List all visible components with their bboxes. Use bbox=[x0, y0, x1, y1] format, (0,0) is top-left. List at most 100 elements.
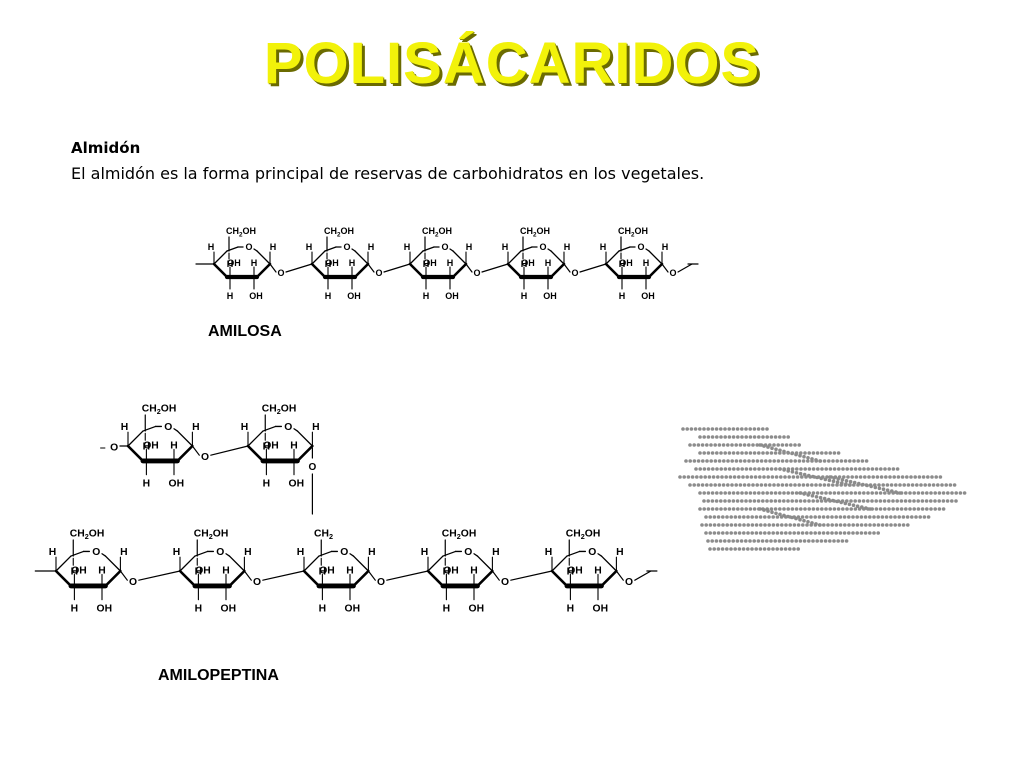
glucose-bead bbox=[731, 451, 736, 455]
glucose-bead bbox=[738, 483, 743, 487]
glucose-bead bbox=[814, 483, 818, 487]
glucose-bead bbox=[744, 507, 748, 511]
glucose-bead bbox=[811, 467, 816, 471]
glucose-bead bbox=[938, 475, 943, 479]
glucose-bead bbox=[921, 475, 926, 479]
glucose-bead bbox=[872, 515, 876, 519]
glucose-bead bbox=[828, 507, 832, 511]
glucose-bead bbox=[885, 523, 889, 527]
glucose-bead bbox=[820, 467, 824, 471]
glucose-bead bbox=[789, 443, 793, 447]
h-label: H bbox=[170, 440, 177, 451]
glucose-bead bbox=[706, 499, 710, 503]
glucose-bead bbox=[712, 515, 717, 519]
glucose-bead bbox=[840, 481, 844, 485]
glucose-bead bbox=[807, 499, 811, 503]
glucose-bead bbox=[772, 459, 776, 463]
glucose-bead bbox=[929, 499, 933, 503]
glucose-bead bbox=[698, 467, 702, 471]
glucose-bead bbox=[786, 499, 790, 503]
glucose-bead bbox=[766, 475, 770, 479]
glucose-bead bbox=[729, 547, 733, 551]
glucose-bead bbox=[763, 531, 767, 535]
h-label: H bbox=[306, 242, 313, 252]
glucose-bead bbox=[715, 507, 719, 511]
glucose-bead bbox=[720, 475, 724, 479]
glucose-bead bbox=[702, 467, 707, 471]
glycosidic-oxygen-label: O bbox=[129, 577, 137, 588]
glucose-bead bbox=[782, 435, 786, 439]
glucose-bead bbox=[868, 515, 872, 519]
glucose-bead bbox=[929, 491, 933, 495]
glucose-bead bbox=[750, 523, 755, 527]
glucose-bead bbox=[765, 491, 769, 495]
glucose-bead bbox=[810, 483, 814, 487]
glucose-bead bbox=[778, 451, 782, 455]
glucose-bead bbox=[767, 547, 771, 551]
glucose-bead bbox=[743, 459, 747, 463]
glucose-bead bbox=[954, 491, 958, 495]
glucose-bead bbox=[769, 467, 774, 471]
glucose-bead bbox=[844, 479, 849, 483]
glucose-bead bbox=[771, 531, 775, 535]
glucose-bead bbox=[874, 467, 879, 471]
h-label: H bbox=[492, 547, 499, 558]
glucose-bead bbox=[830, 531, 834, 535]
glucose-bead bbox=[769, 435, 774, 439]
glucose-bead bbox=[841, 507, 845, 511]
glucose-bead bbox=[710, 507, 715, 511]
glucose-bead bbox=[779, 475, 783, 479]
glucose-bead bbox=[727, 499, 731, 503]
glucose-bead bbox=[905, 515, 910, 519]
glucose-bead bbox=[794, 471, 799, 475]
h-label: H bbox=[423, 259, 430, 269]
glucose-bead bbox=[710, 435, 715, 439]
glucose-bead bbox=[702, 491, 706, 495]
glucose-bead bbox=[760, 539, 765, 543]
glucose-bead bbox=[796, 547, 800, 551]
glucose-bead bbox=[786, 469, 790, 473]
glucose-bead bbox=[839, 459, 844, 463]
glucose-bead bbox=[821, 531, 826, 535]
glucose-bead bbox=[875, 475, 880, 479]
ch2oh-label: CH2OH bbox=[226, 226, 256, 238]
glucose-bead bbox=[793, 459, 797, 463]
glucose-bead bbox=[908, 499, 912, 503]
glucose-bead bbox=[952, 483, 957, 487]
glucose-bead bbox=[900, 475, 905, 479]
glucose-bead bbox=[706, 435, 711, 439]
glucose-bead bbox=[780, 443, 785, 447]
glucose-bead bbox=[849, 491, 853, 495]
glucose-bead bbox=[775, 531, 780, 535]
glucose-bead bbox=[736, 435, 740, 439]
glucose-bead bbox=[819, 539, 824, 543]
glucose-bead bbox=[912, 507, 916, 511]
glucose-bead bbox=[887, 499, 891, 503]
glucose-bead bbox=[818, 523, 822, 527]
glucose-bead bbox=[835, 480, 840, 485]
glucose-bead bbox=[845, 491, 849, 495]
glucose-bead bbox=[756, 499, 761, 503]
glucose-bead bbox=[771, 547, 775, 551]
glucose-bead bbox=[710, 539, 714, 543]
h-label: H bbox=[227, 291, 234, 301]
glucose-bead bbox=[866, 491, 870, 495]
glucose-bead bbox=[788, 547, 792, 551]
glucose-bead bbox=[877, 483, 881, 487]
glucose-bead bbox=[958, 491, 963, 495]
glucose-bead bbox=[757, 491, 761, 495]
glucose-bead bbox=[722, 459, 726, 463]
glucose-bead bbox=[712, 523, 717, 527]
glucose-bead bbox=[798, 499, 803, 503]
glucose-bead bbox=[883, 491, 887, 495]
glucose-bead bbox=[684, 459, 688, 463]
glucose-bead bbox=[853, 491, 858, 495]
glucose-bead bbox=[744, 427, 748, 431]
ring-oxygen-label: O bbox=[343, 242, 350, 252]
glucose-bead bbox=[725, 547, 729, 551]
glucose-bead bbox=[926, 515, 931, 519]
glucose-bead bbox=[774, 475, 779, 479]
glucose-bead bbox=[894, 483, 898, 487]
glucose-bead bbox=[937, 491, 942, 495]
glucose-bead bbox=[759, 523, 763, 527]
